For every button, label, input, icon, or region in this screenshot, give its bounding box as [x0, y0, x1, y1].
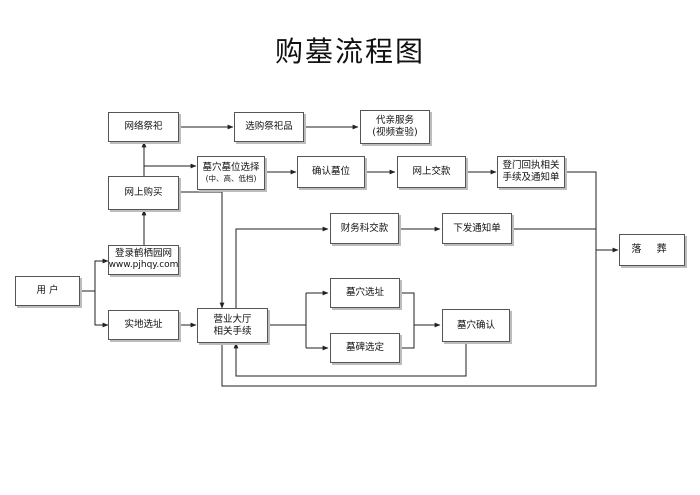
page-title: 购墓流程图 — [274, 35, 425, 68]
issue-notice-node: 下发通知单 — [442, 213, 512, 244]
select-items-label: 选购祭祀品 — [245, 121, 293, 133]
proxy-service-label: 代亲服务 — [375, 115, 414, 127]
login-label: 登录鹤栖园网 — [114, 248, 172, 260]
business-hall-node: 营业大厅 相关手续 — [197, 308, 268, 343]
plot-select-label: 墓穴墓位选择 — [202, 162, 260, 174]
business-hall-label: 营业大厅 — [213, 313, 252, 325]
plot-select-node: 墓穴墓位选择 (中、高、低档) — [197, 156, 265, 190]
proxy-service-node: 代亲服务 (视频查验) — [360, 110, 430, 144]
finance-pay-label: 财务科交款 — [340, 222, 389, 234]
stone-select-node: 墓碑选定 — [330, 333, 400, 363]
online-buy-node: 网上购买 — [108, 176, 179, 210]
online-pay-node: 网上交款 — [397, 156, 466, 188]
tomb-confirm-node: 墓穴确认 — [442, 309, 510, 342]
plot-select-sublabel: (中、高、低档) — [205, 174, 257, 184]
confirm-plot-node: 确认墓位 — [297, 156, 365, 188]
proxy-service-sublabel: (视频查验) — [372, 127, 418, 138]
confirm-plot-label: 确认墓位 — [311, 166, 350, 178]
receipt-node: 登门回执相关 手续及通知单 — [497, 156, 565, 188]
tomb-confirm-label: 墓穴确认 — [456, 319, 495, 331]
tomb-site-node: 墓穴选址 — [330, 278, 400, 308]
business-hall-sublabel: 相关手续 — [213, 325, 252, 337]
user-label: 用 户 — [36, 285, 59, 297]
site-select-node: 实地选址 — [108, 310, 179, 340]
receipt-sublabel: 手续及通知单 — [502, 172, 560, 183]
receipt-label: 登门回执相关 — [502, 160, 560, 172]
login-node: 登录鹤栖园网 www.pjhqy.com — [108, 245, 179, 275]
burial-node: 落 葬 — [619, 234, 685, 266]
online-buy-label: 网上购买 — [124, 187, 163, 199]
login-url: www.pjhqy.com — [108, 260, 179, 271]
finance-pay-node: 财务科交款 — [330, 213, 399, 244]
online-worship-node: 网络祭祀 — [108, 112, 179, 142]
user-node: 用 户 — [15, 276, 80, 306]
site-select-label: 实地选址 — [124, 319, 163, 331]
tomb-site-label: 墓穴选址 — [345, 287, 384, 299]
online-pay-label: 网上交款 — [412, 166, 451, 178]
burial-label: 落 葬 — [631, 243, 673, 255]
online-worship-label: 网络祭祀 — [124, 121, 163, 133]
stone-select-label: 墓碑选定 — [345, 342, 384, 354]
select-items-node: 选购祭祀品 — [234, 112, 304, 142]
issue-notice-label: 下发通知单 — [453, 222, 501, 234]
